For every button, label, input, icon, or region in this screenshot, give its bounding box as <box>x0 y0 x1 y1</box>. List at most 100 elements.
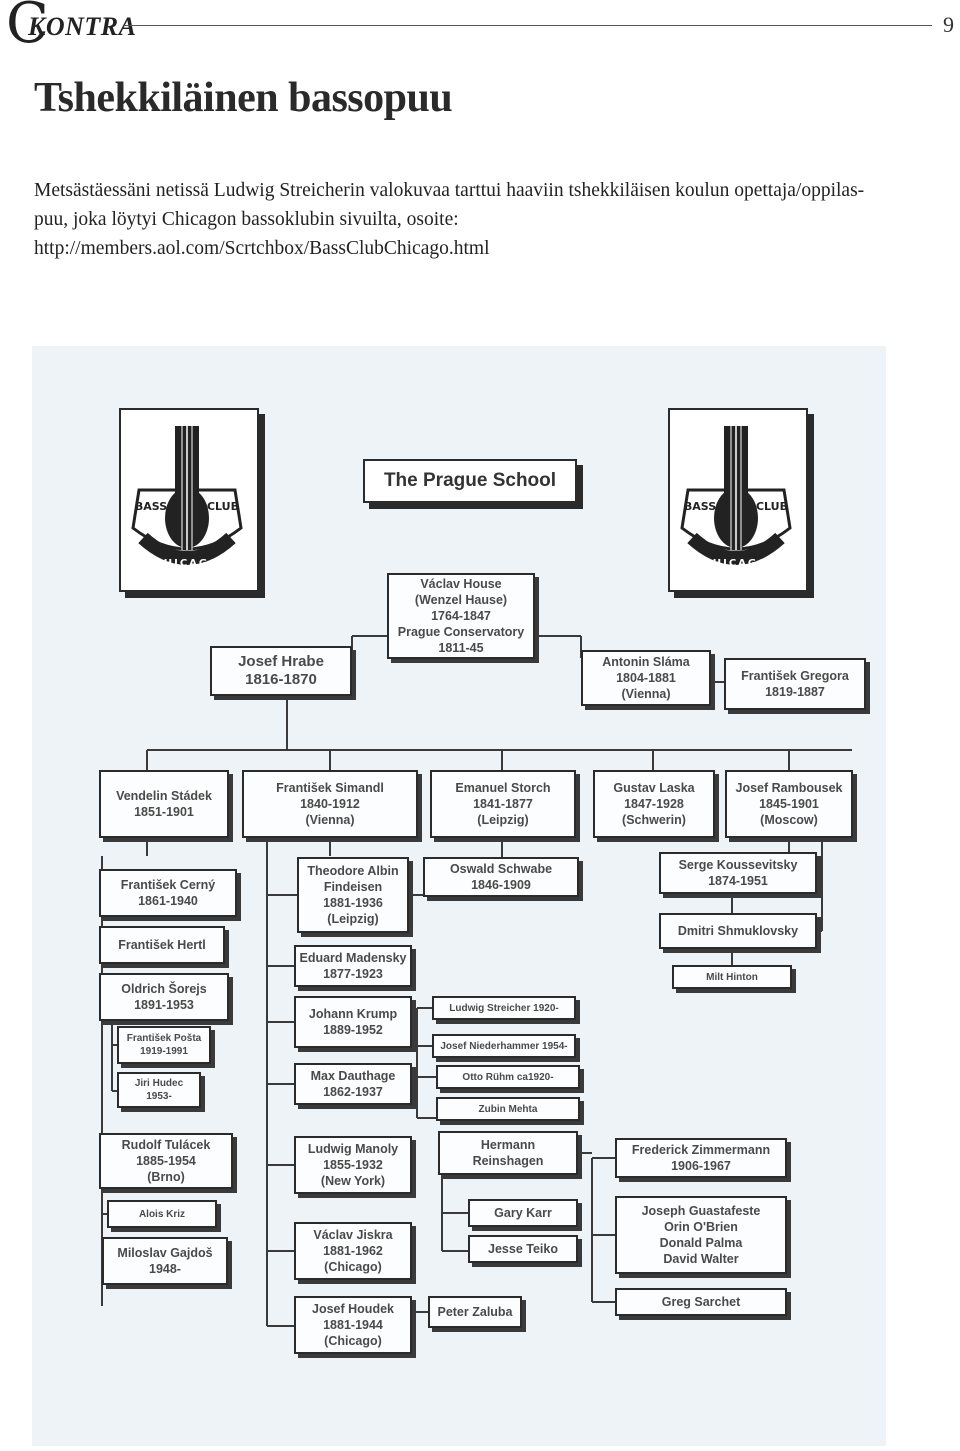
person-box-kriz: Alois Kriz <box>107 1200 217 1228</box>
person-box-line: 1881-1962 <box>323 1244 383 1258</box>
person-box-line: 1841-1877 <box>473 797 533 811</box>
person-box-line: Johann Krump <box>308 1007 398 1021</box>
person-box-stadek: Vendelin Stádek 1851-1901 <box>99 770 229 838</box>
person-box-line: 1764-1847 <box>431 609 491 623</box>
person-box-line: Oswald Schwabe <box>449 862 553 876</box>
person-box-line: (Moscow) <box>760 813 818 827</box>
person-box-line: 1881-1944 <box>323 1318 383 1332</box>
page-header: C KONTRA 9 <box>0 0 960 52</box>
emblem-bottom-text: CHICAGO <box>703 558 768 569</box>
person-box-line: 1906-1967 <box>671 1159 731 1173</box>
person-box-line: Antonin Sláma <box>602 655 690 669</box>
person-box-line: Oldrich Šorejs <box>121 982 207 996</box>
person-box-line: Ludwig Streicher 1920- <box>449 1002 559 1014</box>
person-box-line: Rudolf Tulácek <box>121 1138 211 1152</box>
person-box-line: 1847-1928 <box>624 797 684 811</box>
kontra-logo: C KONTRA <box>6 0 137 52</box>
intro-line: puu, joka löytyi Chicagon bassoklubin si… <box>34 209 459 230</box>
person-box-line: 1846-1909 <box>471 878 531 892</box>
article-intro: Metsästäessäni netissä Ludwig Streicheri… <box>34 176 914 263</box>
person-box-line: Václav House <box>420 577 502 591</box>
person-box-line: Otto Rühm ca1920- <box>462 1071 554 1083</box>
person-box-line: 1891-1953 <box>134 998 194 1012</box>
person-box-ruhm: Otto Rühm ca1920- <box>436 1065 580 1089</box>
bass-club-emblem-left: BASS CLUB CHICAGO <box>119 408 259 592</box>
person-box-line: 1851-1901 <box>134 805 194 819</box>
person-box-hinton: Milt Hinton <box>672 965 792 989</box>
person-box-line: Alois Kriz <box>138 1208 186 1220</box>
person-box-line: 1881-1936 <box>323 896 383 910</box>
person-box-sarchet: Greg Sarchet <box>615 1288 787 1316</box>
person-box-line: Jiri Hudec <box>134 1078 184 1089</box>
person-box-line: František Cerný <box>120 878 216 892</box>
person-box-karr: Gary Karr <box>468 1199 578 1227</box>
person-box-schwabe: Oswald Schwabe 1846-1909 <box>423 857 579 897</box>
person-box-shmuklovsky: Dmitri Shmuklovsky <box>659 913 817 949</box>
person-box-line: Reinshagen <box>472 1154 544 1168</box>
person-box-line: František Pošta <box>126 1033 202 1044</box>
person-box-line: (Leipzig) <box>327 912 379 926</box>
person-box-line: František Hertl <box>118 938 206 952</box>
person-box-line: (Vienna) <box>621 687 671 701</box>
logo-text: KONTRA <box>28 12 137 41</box>
header-rule <box>124 25 932 26</box>
person-box-line: Serge Koussevitsky <box>678 858 798 872</box>
person-box-mehta: Zubin Mehta <box>436 1097 580 1121</box>
person-box-line: 1889-1952 <box>323 1023 383 1037</box>
person-box-line: Peter Zaluba <box>437 1305 513 1319</box>
person-box-line: (Leipzig) <box>477 813 529 827</box>
person-box-line: 1855-1932 <box>323 1158 383 1172</box>
article-title: Tshekkiläinen bassopuu <box>34 75 453 121</box>
person-box-line: 1874-1951 <box>708 874 768 888</box>
bass-club-emblem-graphic: BASS CLUB CHICAGO <box>131 424 243 569</box>
person-box-line: (Schwerin) <box>622 813 686 827</box>
person-box-hertl: František Hertl <box>99 926 225 964</box>
person-box-line: Milt Hinton <box>706 971 758 983</box>
page-number: 9 <box>943 12 954 37</box>
person-box-line: Josef Rambousek <box>735 781 843 795</box>
person-box-line: Gary Karr <box>494 1206 552 1220</box>
person-box-line: Orin O'Brien <box>664 1220 738 1234</box>
person-box-line: (Wenzel Hause) <box>414 593 508 607</box>
person-box-line: František Gregora <box>741 669 849 683</box>
person-box-line: Donald Palma <box>659 1236 743 1250</box>
person-box-zaluba: Peter Zaluba <box>428 1296 522 1328</box>
person-box-posta: František Pošta 1919-1991 <box>117 1026 211 1064</box>
person-box-sorejs: Oldrich Šorejs 1891-1953 <box>99 973 229 1021</box>
person-box-line: František Simandl <box>276 781 384 795</box>
person-box-line: (Vienna) <box>305 813 355 827</box>
prague-school-chart: BASS CLUB CHICAGO BASS CLUB CHICAGO The … <box>32 346 886 1446</box>
person-box-line: Max Dauthage <box>310 1069 396 1083</box>
person-box-line: Vendelin Stádek <box>116 789 212 803</box>
chart-title: The Prague School <box>363 459 577 503</box>
person-box-streicher: Ludwig Streicher 1920- <box>432 996 576 1020</box>
person-box-line: (Chicago) <box>324 1260 382 1274</box>
person-box-line: 1919-1991 <box>140 1046 188 1057</box>
person-box-line: (Brno) <box>147 1170 185 1184</box>
intro-line: Metsästäessäni netissä Ludwig Streicheri… <box>34 180 865 201</box>
person-box-line: Josef Houdek <box>312 1302 394 1316</box>
person-box-line: 1819-1887 <box>765 685 825 699</box>
emblem-right-text: CLUB <box>756 500 788 513</box>
person-box-line: Joseph Guastafeste <box>641 1204 761 1218</box>
logo-c-mark: C <box>6 0 49 56</box>
person-box-line: 1804-1881 <box>616 671 676 685</box>
emblem-bottom-text: CHICAGO <box>154 558 219 569</box>
person-box-line: Josef Hrabe <box>238 653 324 670</box>
bass-club-emblem-right: BASS CLUB CHICAGO <box>668 408 808 592</box>
emblem-left-text: BASS <box>135 500 167 513</box>
person-box-line: 1816-1870 <box>245 671 317 688</box>
